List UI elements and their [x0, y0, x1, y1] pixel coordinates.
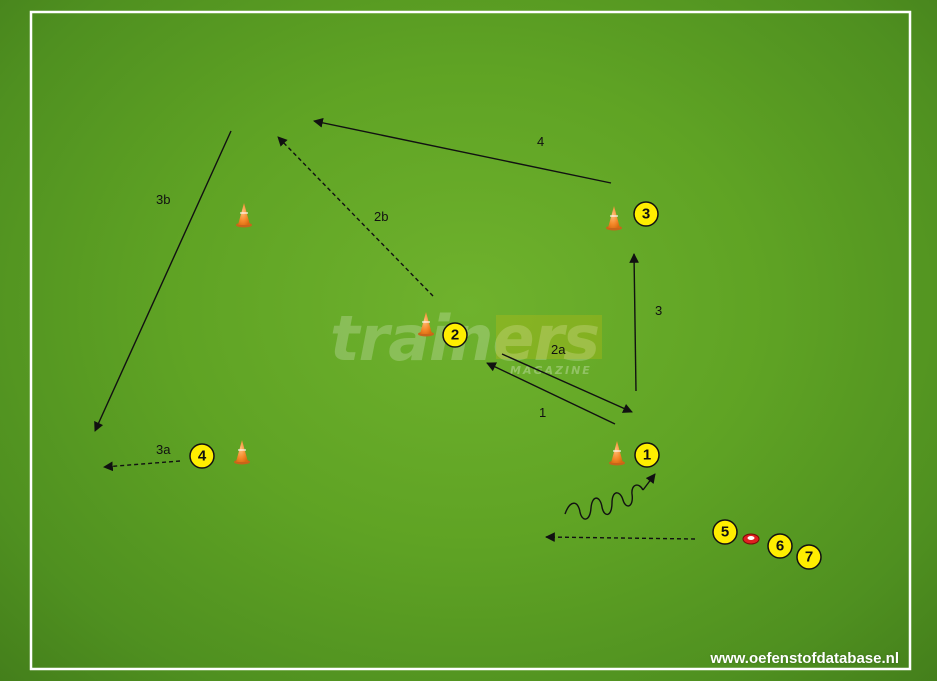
- arrow-2b: [277, 136, 434, 297]
- svg-text:5: 5: [721, 524, 729, 541]
- arrow-2a: [501, 353, 633, 413]
- player-3: 3: [633, 201, 659, 227]
- player-4: 4: [189, 443, 215, 469]
- dribble-path: [564, 484, 644, 520]
- arrow-3a: [103, 460, 181, 472]
- arrow-3: [629, 253, 640, 392]
- player-1: 1: [634, 442, 660, 468]
- svg-text:4: 4: [198, 448, 207, 465]
- label-2b: 2b: [374, 209, 388, 224]
- label-4: 4: [537, 134, 544, 149]
- label-1: 1: [539, 405, 546, 420]
- label-3a: 3a: [156, 442, 171, 457]
- svg-text:3: 3: [642, 206, 650, 223]
- arrow-1: [486, 362, 616, 425]
- player-6: 6: [767, 533, 793, 559]
- player-7: 7: [796, 544, 822, 570]
- player-2: 2: [442, 322, 468, 348]
- arrow-run-5: [545, 532, 696, 543]
- svg-text:MAGAZINE: MAGAZINE: [510, 364, 592, 377]
- ball: [742, 533, 760, 545]
- svg-text:6: 6: [776, 538, 784, 555]
- svg-text:1: 1: [643, 447, 651, 464]
- website-caption: www.oefenstofdatabase.nl: [710, 650, 899, 667]
- cone: [418, 312, 434, 337]
- svg-text:7: 7: [805, 549, 813, 566]
- label-3: 3: [655, 303, 662, 318]
- arrow-4: [313, 118, 612, 184]
- dribble-arrowhead: [642, 473, 656, 491]
- cone: [236, 203, 252, 228]
- cone: [609, 441, 625, 466]
- field-boundary: [29, 10, 912, 671]
- player-5: 5: [712, 519, 738, 545]
- label-3b: 3b: [156, 192, 170, 207]
- label-2a: 2a: [551, 342, 566, 357]
- cone: [606, 206, 622, 231]
- watermark-logo: trainers MAGAZINE: [330, 302, 602, 377]
- svg-text:2: 2: [451, 327, 459, 344]
- arrow-3b: [94, 130, 232, 432]
- cone: [234, 440, 250, 465]
